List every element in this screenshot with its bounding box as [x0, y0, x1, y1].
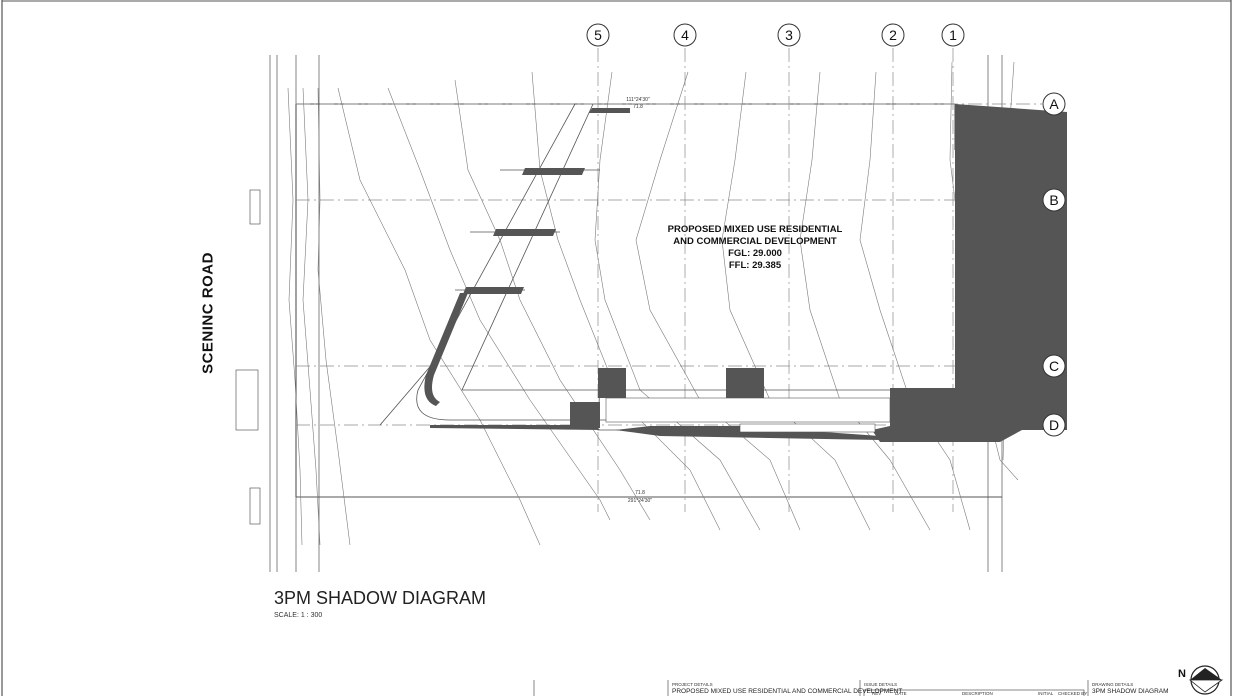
grid-lines — [296, 48, 1042, 512]
balcony-shadows — [424, 108, 630, 406]
issue-date-header: DATE — [895, 691, 907, 696]
grid-bubble-labels: 5 4 3 2 1 A B C D — [594, 27, 1059, 433]
grid-label-5: 5 — [594, 27, 602, 43]
north-arrow-icon — [1188, 665, 1224, 695]
grid-bubble-D — [1042, 413, 1066, 437]
grid-bubble-4 — [673, 23, 697, 47]
grid-label-2: 2 — [889, 27, 897, 43]
grid-bubble-1 — [941, 23, 965, 47]
grid-label-1: 1 — [949, 27, 957, 43]
top-length: 71.8 — [633, 104, 643, 110]
grid-label-A: A — [1049, 96, 1059, 112]
development-fgl: FGL: 29.000 — [728, 248, 782, 259]
project-name: PROPOSED MIXED USE RESIDENTIAL AND COMME… — [672, 688, 903, 695]
issue-checked-header: CHECKED BY — [1058, 691, 1088, 696]
diagram-title: 3PM SHADOW DIAGRAM — [274, 588, 487, 608]
grid-label-3: 3 — [785, 27, 793, 43]
development-line1: PROPOSED MIXED USE RESIDENTIAL — [667, 224, 843, 235]
issue-description-header: DESCRIPTION — [962, 691, 993, 696]
grid-label-B: B — [1049, 192, 1058, 208]
title-block-lines — [533, 680, 1089, 696]
grid-bubble-5 — [586, 23, 610, 47]
grid-bubble-2 — [881, 23, 905, 47]
project-details-header: PROJECT DETAILS — [672, 682, 713, 687]
grid-label-C: C — [1049, 358, 1059, 374]
grid-bubble-B — [1042, 188, 1066, 212]
road-label: SCENINC ROAD — [199, 252, 217, 374]
contour-lines — [287, 61, 1019, 546]
bottom-bearing: 291°24'30" — [628, 498, 652, 504]
adjacent-outline — [235, 189, 261, 525]
building-shadow-light — [605, 397, 891, 433]
issue-details-header: ISSUE DETAILS — [864, 682, 898, 687]
development-ffl: FFL: 29.385 — [728, 260, 782, 271]
building-shadow — [430, 104, 1067, 442]
drawing-details-header: DRAWING DETAILS — [1092, 682, 1134, 687]
grid-bubbles — [586, 23, 1066, 437]
grid-label-4: 4 — [681, 27, 689, 43]
north-label: N — [1178, 668, 1186, 680]
grid-bubble-A — [1042, 92, 1066, 116]
top-bearing: 111°24'30" — [626, 97, 650, 103]
scale-label: SCALE: 1 : 300 — [274, 612, 323, 619]
drawing-name: 3PM SHADOW DIAGRAM — [1092, 688, 1169, 695]
issue-initial-header: INITIAL — [1038, 691, 1054, 696]
grid-bubble-3 — [777, 23, 801, 47]
bottom-length: 71.8 — [635, 490, 645, 496]
boundary-annotations: 111°24'30" 71.8 71.8 291°24'30" — [626, 97, 652, 504]
issue-rev-header: REV — [872, 691, 882, 696]
grid-bubble-C — [1042, 354, 1066, 378]
development-label: PROPOSED MIXED USE RESIDENTIAL AND COMME… — [668, 224, 843, 272]
grid-label-D: D — [1049, 417, 1059, 433]
development-line2: AND COMMERCIAL DEVELOPMENT — [673, 236, 837, 247]
